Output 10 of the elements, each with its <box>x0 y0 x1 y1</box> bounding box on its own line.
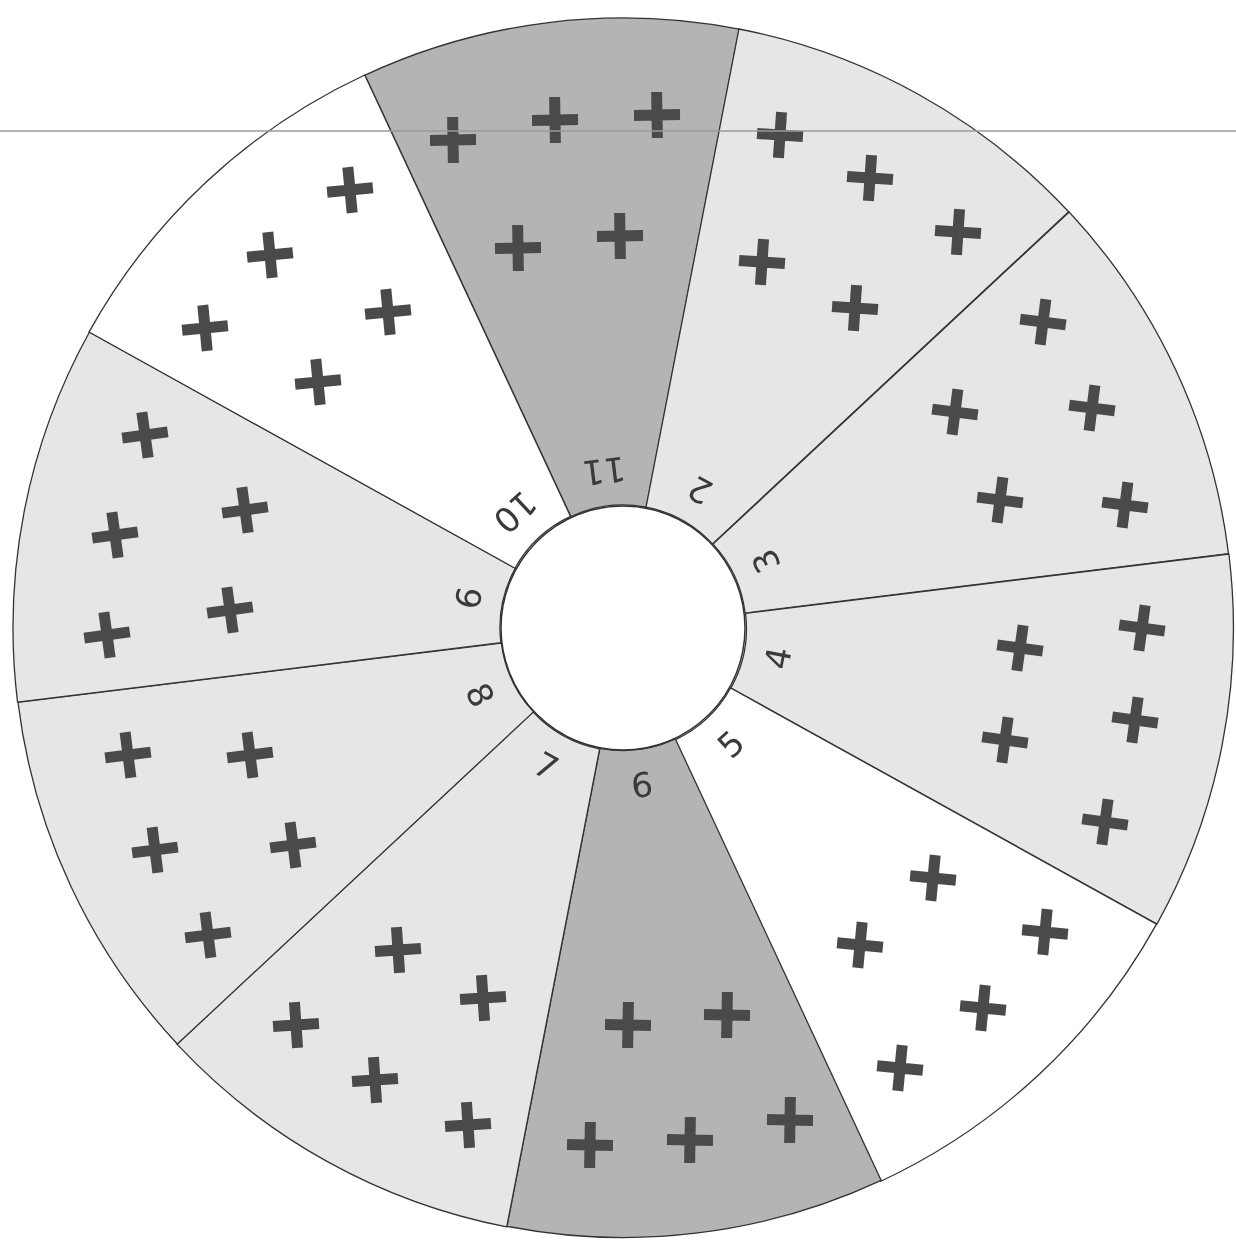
sector-number: 3 <box>746 544 787 579</box>
sector-number: 8 <box>459 677 500 712</box>
sector-number: 6 <box>629 766 656 803</box>
sector-number: 5 <box>711 723 751 764</box>
sector-number: 9 <box>449 584 487 612</box>
sector-number: 11 <box>580 451 628 491</box>
sector-number: 7 <box>528 746 565 787</box>
sector-number: 4 <box>759 644 797 672</box>
sector-number: 10 <box>487 485 543 540</box>
sector-number: 2 <box>681 469 718 510</box>
